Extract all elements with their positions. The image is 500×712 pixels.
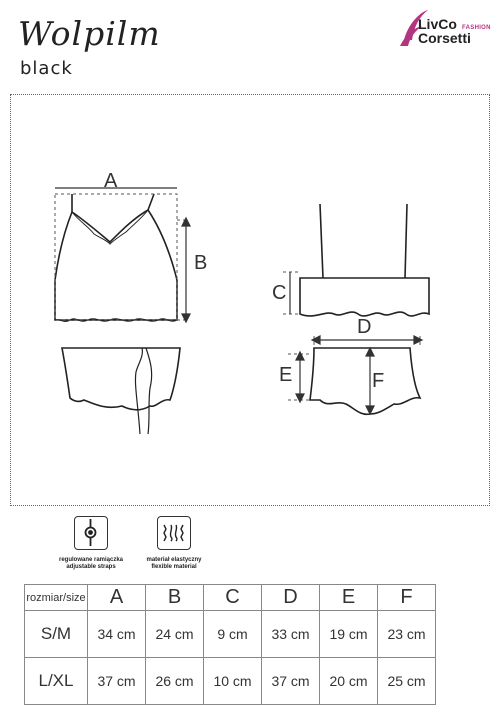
- shorts-front-outline: [61, 347, 181, 411]
- column-header-d: D: [261, 584, 320, 611]
- table-row: L/XL 37 cm 26 cm 10 cm 37 cm 20 cm 25 cm: [24, 657, 436, 705]
- size-table: rozmiar/size A B C D E F S/M 34 cm 24 cm…: [24, 584, 436, 705]
- dimension-label-f: F: [372, 370, 385, 392]
- bralette-straps: [71, 193, 155, 212]
- value-cell: 37 cm: [87, 657, 146, 705]
- shorts-tie: [134, 347, 153, 435]
- feature-label-straps: regulowane ramiączka adjustable straps: [58, 557, 124, 570]
- feature-label-flexible: materiał elastyczny flexible material: [146, 557, 202, 570]
- garment-diagram: [54, 187, 430, 435]
- size-cell: S/M: [24, 610, 88, 658]
- bralette-lace-edge: [71, 209, 149, 245]
- size-table-header: rozmiar/size A B C D E F: [24, 584, 436, 611]
- dimension-label-b: B: [194, 252, 208, 274]
- value-cell: 20 cm: [319, 657, 378, 705]
- product-title: Wolpilm: [18, 14, 161, 53]
- value-cell: 25 cm: [377, 657, 436, 705]
- dimension-b-guide: [177, 219, 186, 321]
- dimension-a-box: [54, 193, 178, 321]
- bralette-back-straps: [319, 203, 408, 279]
- brand-name-2: Corsetti: [418, 30, 471, 46]
- dimension-label-a: A: [104, 170, 118, 192]
- value-cell: 23 cm: [377, 610, 436, 658]
- dimension-label-d: D: [357, 316, 372, 338]
- bralette-back-band: [299, 277, 430, 317]
- column-header-e: E: [319, 584, 378, 611]
- bralette-cups: [54, 208, 178, 281]
- dimension-c-guide: [283, 271, 300, 315]
- value-cell: 26 cm: [145, 657, 204, 705]
- value-cell: 19 cm: [319, 610, 378, 658]
- diagram-frame: [10, 94, 490, 506]
- column-header-a: A: [87, 584, 146, 611]
- size-header-label: rozmiar/size: [24, 584, 88, 611]
- value-cell: 9 cm: [203, 610, 262, 658]
- column-header-b: B: [145, 584, 204, 611]
- dimension-label-c: C: [272, 282, 287, 304]
- product-color: black: [20, 58, 73, 79]
- column-header-c: C: [203, 584, 262, 611]
- bralette-front-outline: [54, 280, 178, 321]
- value-cell: 34 cm: [87, 610, 146, 658]
- shorts-back-outline: [309, 347, 422, 416]
- dimension-e-guide: [288, 353, 310, 401]
- brand-tagline: FASHION: [462, 25, 491, 31]
- value-cell: 33 cm: [261, 610, 320, 658]
- adjustable-strap-icon: [74, 516, 108, 550]
- dimension-label-e: E: [279, 364, 293, 386]
- value-cell: 37 cm: [261, 657, 320, 705]
- column-header-f: F: [377, 584, 436, 611]
- flexible-material-icon: [157, 516, 191, 550]
- table-row: S/M 34 cm 24 cm 9 cm 33 cm 19 cm 23 cm: [24, 610, 436, 658]
- brand-name-1: LivCo: [418, 16, 457, 32]
- dimension-d-guide: [313, 336, 421, 348]
- brand-logo-icon: [400, 10, 428, 46]
- value-cell: 24 cm: [145, 610, 204, 658]
- size-cell: L/XL: [24, 657, 88, 705]
- value-cell: 10 cm: [203, 657, 262, 705]
